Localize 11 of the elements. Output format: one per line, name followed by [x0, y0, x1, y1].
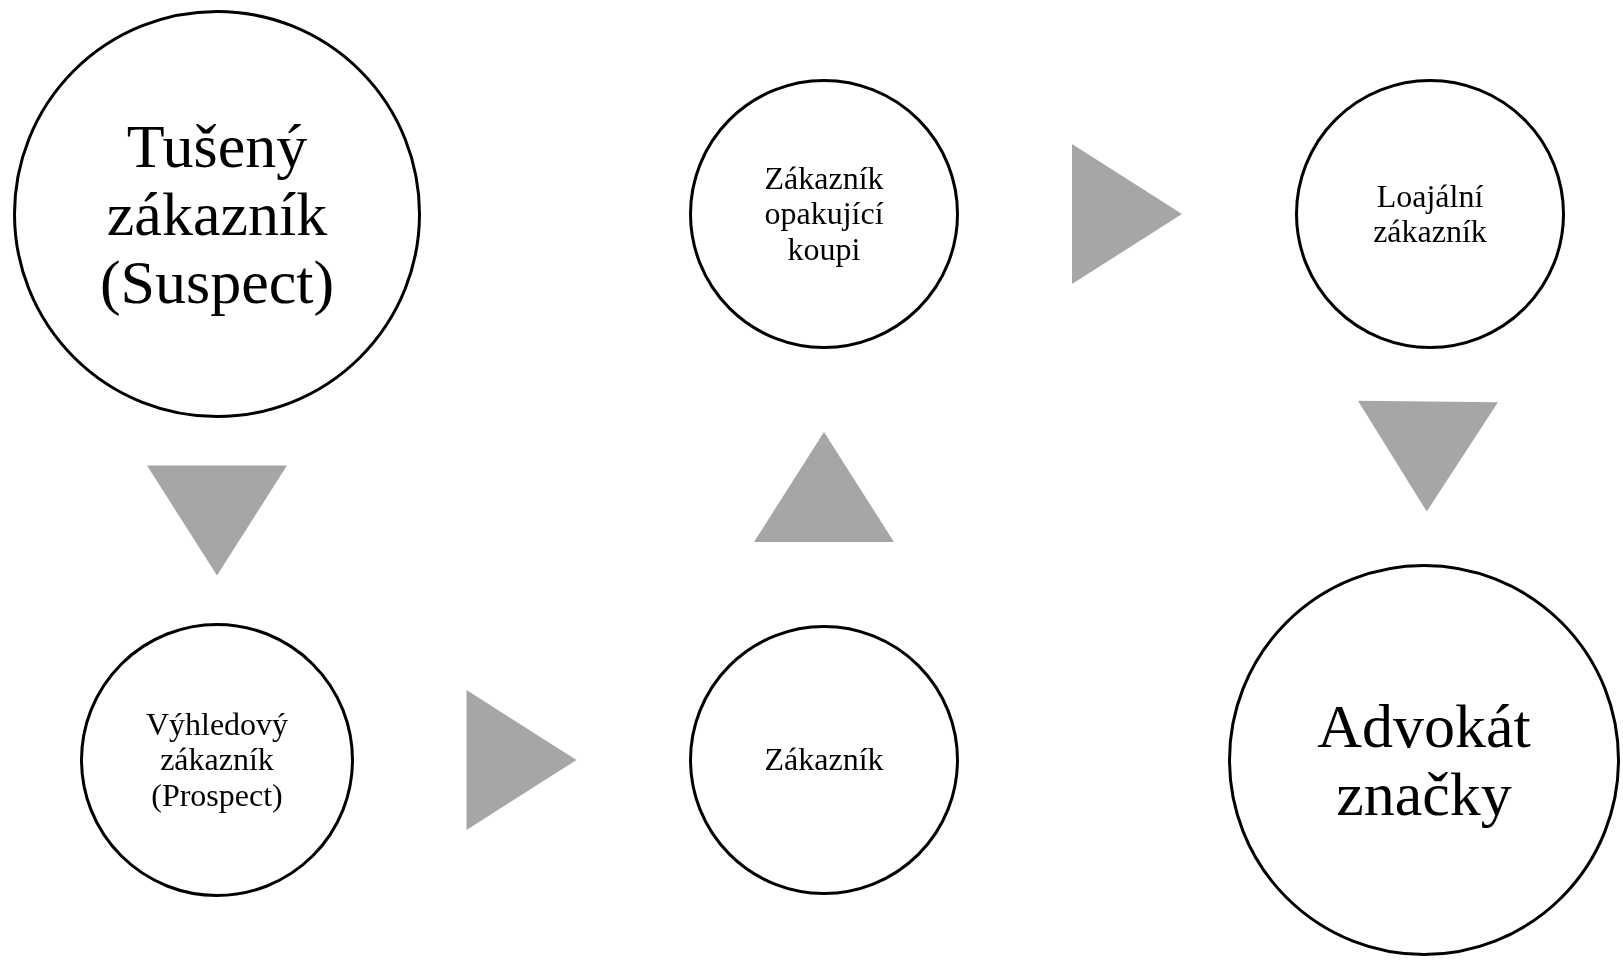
arrow-triangle — [466, 690, 577, 830]
stage-label: Loajální zákazník — [1372, 178, 1488, 250]
stage-label: Tušený zákazník (Suspect) — [98, 111, 336, 317]
stage-label: Výhledový zákazník (Prospect) — [144, 707, 290, 813]
arrow-triangle — [754, 432, 894, 542]
arrow-triangle — [1072, 144, 1182, 284]
stage-label: Zákazník — [764, 742, 884, 778]
arrow-triangle — [147, 465, 287, 576]
stage-label: Zákazník opakující koupi — [763, 161, 885, 267]
stage-label: Advokát značky — [1316, 691, 1532, 829]
arrow-triangle — [1357, 400, 1498, 512]
